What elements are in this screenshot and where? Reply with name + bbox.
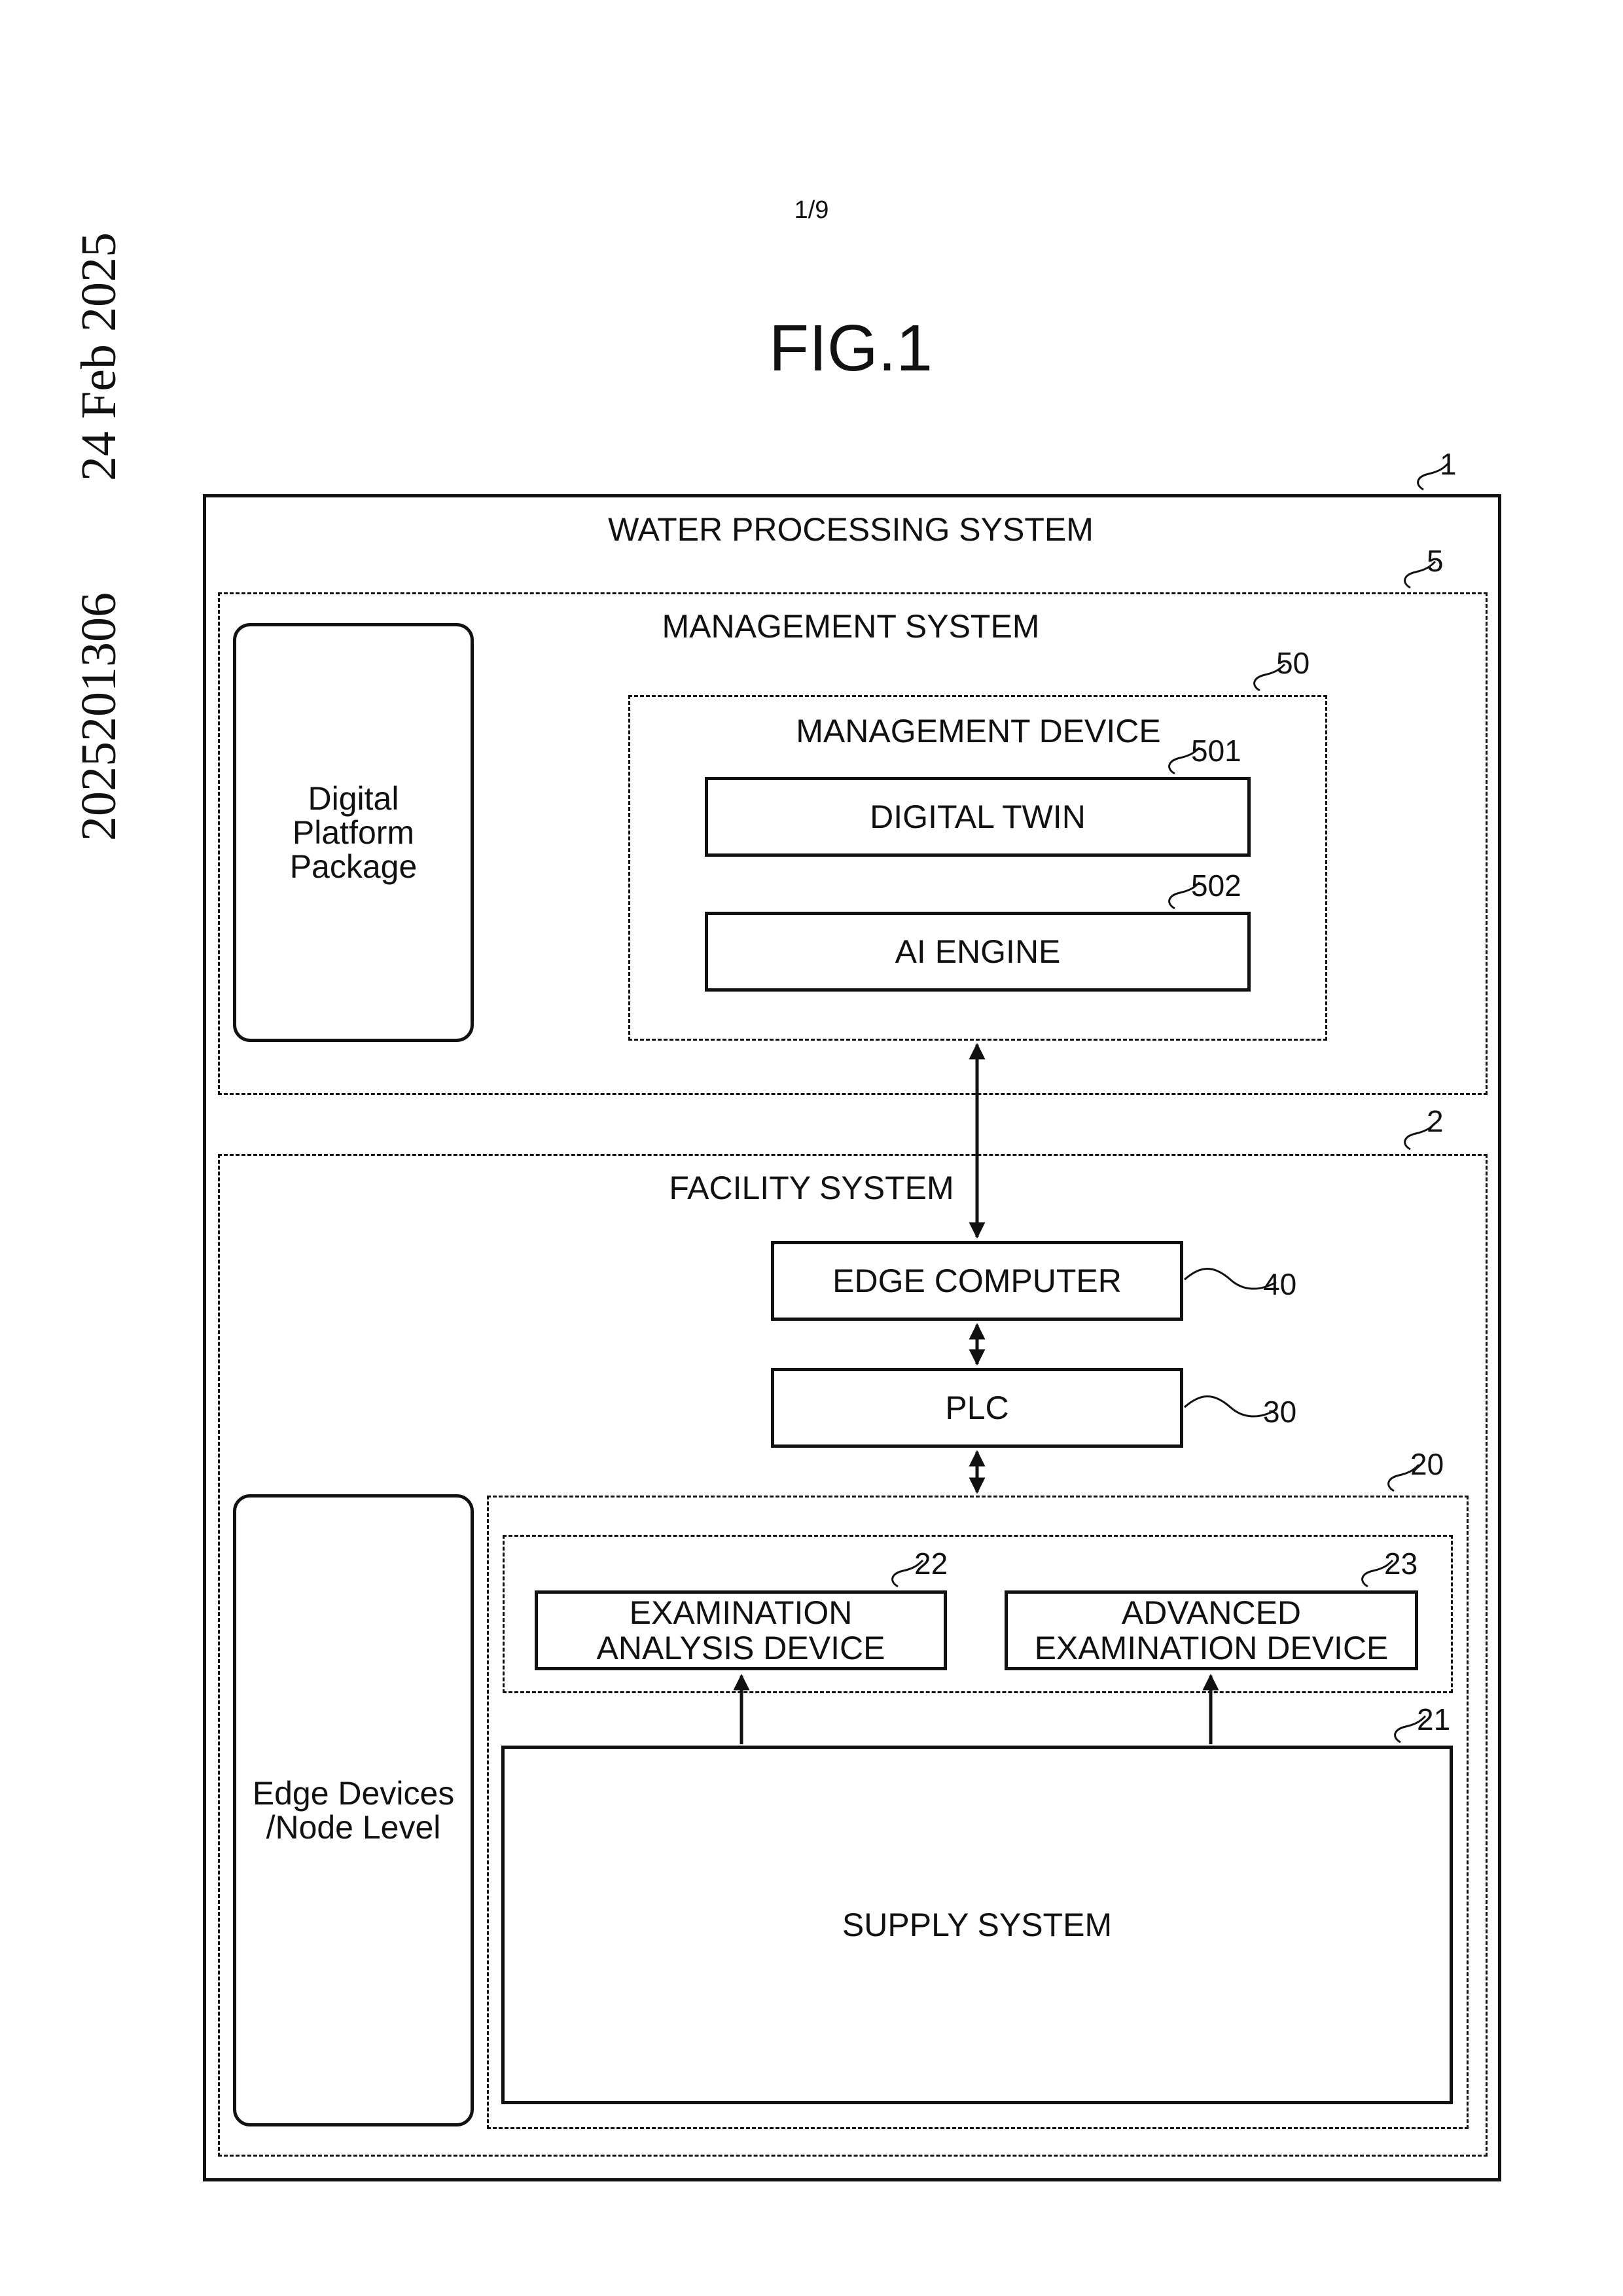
leader-40 bbox=[1185, 1269, 1276, 1289]
ref-22: 22 bbox=[914, 1546, 948, 1581]
ref-502: 502 bbox=[1191, 868, 1241, 903]
ref-21: 21 bbox=[1417, 1702, 1450, 1737]
ref-5: 5 bbox=[1427, 543, 1444, 579]
ref-20: 20 bbox=[1410, 1446, 1444, 1482]
ref-501: 501 bbox=[1191, 733, 1241, 768]
leader-30 bbox=[1185, 1397, 1276, 1417]
ref-40: 40 bbox=[1263, 1266, 1296, 1302]
ref-1: 1 bbox=[1440, 446, 1457, 482]
ref-23: 23 bbox=[1384, 1546, 1418, 1581]
ref-2: 2 bbox=[1427, 1103, 1444, 1139]
ref-30: 30 bbox=[1263, 1394, 1296, 1429]
ref-50: 50 bbox=[1276, 645, 1310, 681]
